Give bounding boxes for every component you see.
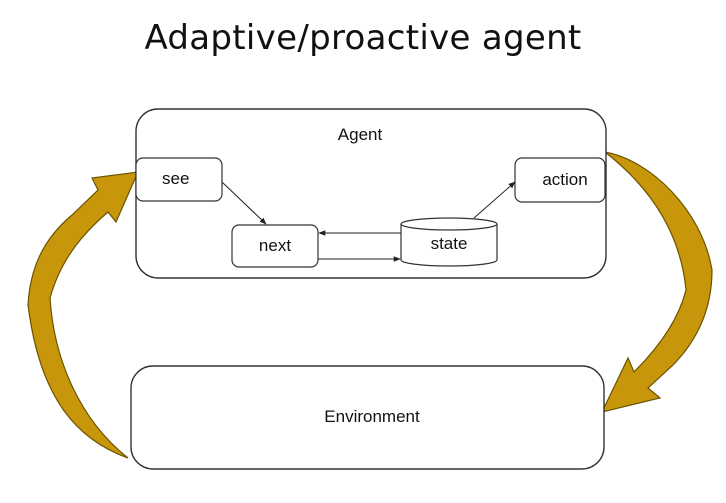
environment-label: Environment	[324, 407, 420, 426]
left-curved-arrow	[27, 171, 139, 459]
see-to-next-arrow	[221, 181, 267, 225]
agent-label: Agent	[338, 125, 383, 144]
next-label: next	[259, 236, 291, 255]
see-box	[135, 157, 223, 202]
right-curved-arrow	[600, 151, 713, 413]
state-cylinder	[400, 224, 498, 267]
state-to-action-arrow	[473, 181, 516, 219]
action-label: action	[542, 170, 587, 189]
state-label: state	[431, 234, 468, 253]
see-label: see	[162, 169, 189, 188]
next-box	[231, 224, 319, 268]
action-box	[514, 157, 606, 203]
slide-title: Adaptive/proactive agent	[144, 18, 582, 58]
environment-box	[130, 365, 605, 470]
